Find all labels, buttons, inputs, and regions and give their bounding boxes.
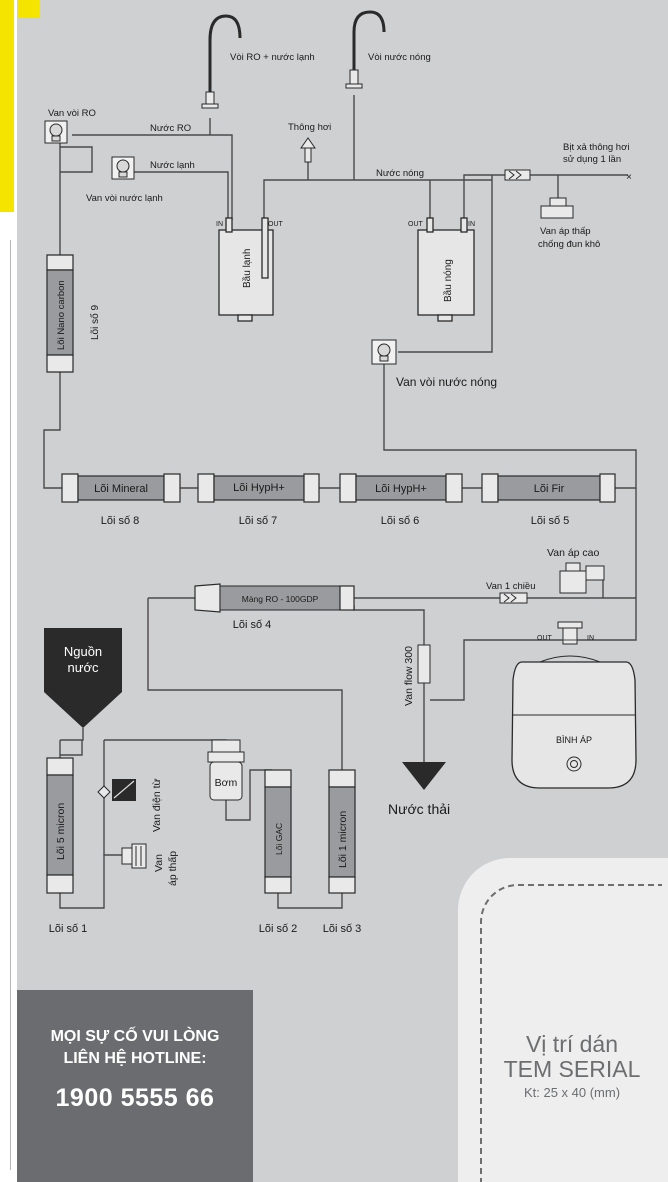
pressure-tank-out: OUT xyxy=(537,635,553,642)
ro-membrane-num: Lõi số 4 xyxy=(233,619,272,631)
vent-cap-label-1: Bịt xả thông hơi xyxy=(563,142,629,153)
edge-divider xyxy=(10,240,11,1170)
filter-3 xyxy=(328,769,356,894)
low-pressure-valve-label-1: Van xyxy=(153,854,165,872)
filter-7-num: Lõi số 7 xyxy=(239,515,278,527)
hot-valve-label: Van vòi nước nóng xyxy=(396,375,497,389)
check-valve-top-icon xyxy=(504,169,531,181)
ro-faucet-icon xyxy=(201,14,242,109)
filter-1-name: Lõi 5 micron xyxy=(55,803,67,860)
hot-tank-in: IN xyxy=(468,221,475,228)
filter-5 xyxy=(481,473,616,503)
filter-8-num: Lõi số 8 xyxy=(101,515,140,527)
hotline-message-1: MỌI SỰ CỐ VUI LÒNG xyxy=(50,1028,220,1045)
hot-valve-icon xyxy=(371,339,397,365)
filter-6-num: Lõi số 6 xyxy=(381,515,420,527)
cold-tank-out: OUT xyxy=(268,221,284,228)
vent-label: Thông hơi xyxy=(288,122,331,133)
check-valve-label: Van 1 chiều xyxy=(486,581,535,592)
filter-9 xyxy=(46,254,74,373)
high-pressure-valve-icon xyxy=(559,562,605,594)
hot-faucet-label: Vòi nước nóng xyxy=(368,52,431,63)
cold-tank xyxy=(218,217,274,322)
hotline-panel: MỌI SỰ CỐ VUI LÒNG LIÊN HỆ HOTLINE: 1900… xyxy=(17,990,253,1182)
serial-line-2: TEM SERIAL xyxy=(503,1056,641,1082)
left-edge-strip xyxy=(0,0,17,1182)
anti-dry-valve-label-2: chống đun khô xyxy=(538,239,600,250)
filter-5-name: Lõi Fir xyxy=(534,483,565,495)
hot-water-label: Nước nóng xyxy=(376,168,424,179)
anti-dry-valve-label-1: Van áp thấp xyxy=(540,226,591,237)
ro-faucet-label: Vòi RO + nước lạnh xyxy=(230,52,315,63)
pressure-tank xyxy=(511,621,637,789)
serial-sticker-area: Vị trí dán TEM SERIAL Kt: 25 x 40 (mm) xyxy=(458,858,668,1182)
hot-tank-out: OUT xyxy=(408,221,424,228)
filter-3-num: Lõi số 3 xyxy=(323,923,362,935)
pump-icon xyxy=(207,739,245,801)
pump-label: Bơm xyxy=(215,777,238,789)
check-valve-icon xyxy=(499,592,528,604)
filter-9-name: Lõi Nano carbon xyxy=(56,280,67,350)
filter-3-name: Lõi 1 micron xyxy=(337,811,349,868)
filter-2-name: Lõi GAC xyxy=(274,823,284,855)
pressure-tank-label: BÌNH ÁP xyxy=(556,735,592,745)
serial-line-1: Vị trí dán xyxy=(525,1031,619,1057)
ro-membrane xyxy=(194,583,355,613)
water-source-label-1: Nguồn xyxy=(64,644,102,659)
ro-valve-icon xyxy=(44,120,68,144)
solenoid-valve-icon xyxy=(97,779,136,801)
waste-drain-icon xyxy=(402,762,446,790)
filter-8 xyxy=(61,473,181,503)
water-source-icon xyxy=(44,628,122,728)
filter-7 xyxy=(197,473,320,503)
filter-1-num: Lõi số 1 xyxy=(49,923,88,935)
filter-2 xyxy=(264,769,292,894)
hot-tank xyxy=(417,217,475,322)
high-pressure-valve-label: Van áp cao xyxy=(547,547,600,559)
low-pressure-valve-label-2: áp thấp xyxy=(167,851,179,886)
cold-tank-in: IN xyxy=(216,221,223,228)
filter-9-num: Lõi số 9 xyxy=(89,305,101,340)
water-source-label-2: nước xyxy=(68,660,99,675)
pipes xyxy=(43,95,637,909)
filter-7-name: Lõi HypH+ xyxy=(233,482,285,494)
pressure-tank-in: IN xyxy=(587,635,594,642)
serial-dashed-frame: Vị trí dán TEM SERIAL Kt: 25 x 40 (mm) xyxy=(480,884,662,1182)
filter-5-num: Lõi số 5 xyxy=(531,515,570,527)
cold-water-label: Nước lạnh xyxy=(150,160,195,171)
vent-cap-label-2: sử dụng 1 lần xyxy=(563,154,621,165)
low-pressure-valve-top-icon xyxy=(540,197,574,219)
hot-tank-label: Bầu nóng xyxy=(442,259,454,302)
cold-valve-label: Van vòi nước lạnh xyxy=(86,193,163,204)
filter-1 xyxy=(46,757,74,894)
hotline-message-2: LIÊN HỆ HOTLINE: xyxy=(63,1050,207,1067)
hotline-number: 1900 5555 66 xyxy=(55,1084,215,1112)
filter-2-num: Lõi số 2 xyxy=(259,923,298,935)
filter-6-name: Lõi HypH+ xyxy=(375,483,427,495)
hot-faucet-icon xyxy=(345,10,386,89)
filter-6 xyxy=(339,473,463,503)
low-pressure-valve-icon xyxy=(121,843,147,869)
vent-cap-icon: × xyxy=(626,172,632,183)
yellow-corner-tab xyxy=(17,0,39,18)
solenoid-valve-label: Van điện từ xyxy=(151,778,163,832)
serial-size: Kt: 25 x 40 (mm) xyxy=(523,1085,621,1100)
flow-valve-icon xyxy=(417,644,431,684)
cold-tank-label: Bầu lạnh xyxy=(241,249,253,288)
waste-water-label: Nước thải xyxy=(388,801,450,817)
ro-membrane-name: Màng RO - 100GDP xyxy=(242,594,319,604)
ro-water-label: Nước RO xyxy=(150,123,191,134)
flow-valve-label: Van flow 300 xyxy=(403,646,415,706)
vent-arrow-icon xyxy=(300,137,316,163)
cold-valve-icon xyxy=(111,156,135,180)
filter-8-name: Lõi Mineral xyxy=(94,483,148,495)
ro-valve-label: Van vòi RO xyxy=(48,108,96,119)
yellow-accent-bar xyxy=(0,0,14,212)
